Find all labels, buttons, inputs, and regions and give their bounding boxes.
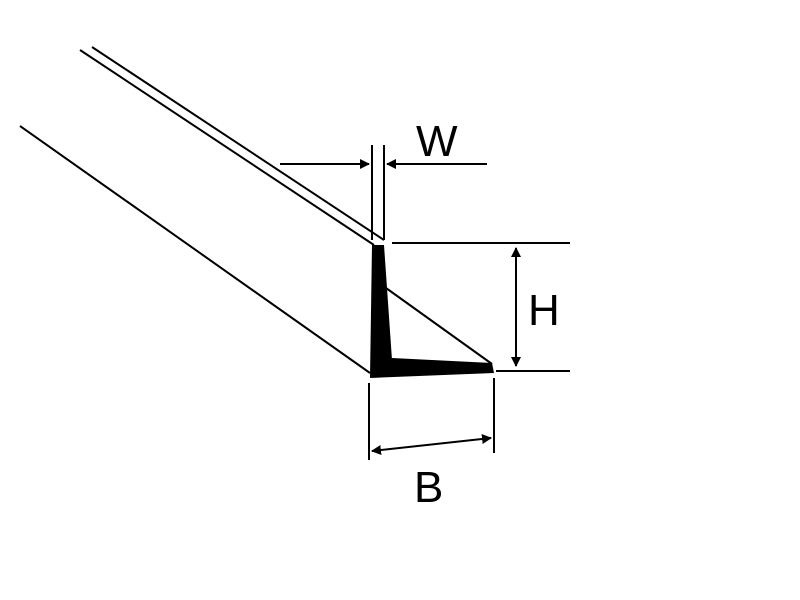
height-label: H xyxy=(528,286,560,335)
horizontal-leg xyxy=(370,358,494,378)
vertical-leg xyxy=(370,245,392,378)
width-label: W xyxy=(416,117,458,166)
base-arrow xyxy=(371,434,492,455)
base-label: B xyxy=(414,463,443,512)
top-edge-outer xyxy=(79,49,375,246)
profile-extrusion-lines xyxy=(19,46,385,374)
hypotenuse-line xyxy=(385,287,493,365)
width-dimension: W xyxy=(280,117,487,240)
angle-cross-section xyxy=(370,245,494,378)
top-edge-inner xyxy=(91,46,385,241)
base-dimension: B xyxy=(368,378,495,512)
height-dimension: H xyxy=(392,242,570,372)
bottom-edge xyxy=(19,125,371,374)
